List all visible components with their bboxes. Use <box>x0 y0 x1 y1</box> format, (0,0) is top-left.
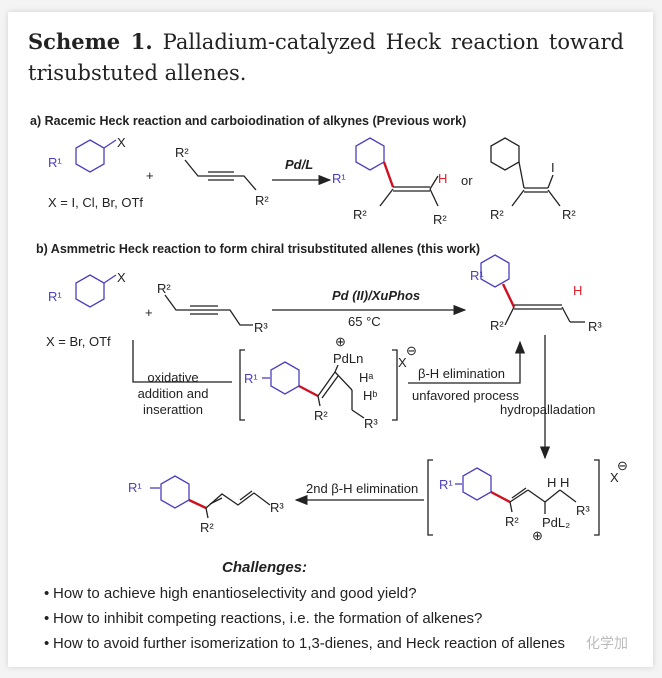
scheme-caption: Palladium-catalyzed Heck reaction toward… <box>28 30 624 85</box>
scheme-label: Scheme 1. <box>28 29 153 54</box>
section-a-heading: a) Racemic Heck reaction and carboiodina… <box>30 114 466 128</box>
allene-product-a: R¹ H R² R² <box>332 137 447 227</box>
r2-label: R² <box>200 520 214 535</box>
bullet: • <box>44 585 49 602</box>
x-options: X = Br, OTf <box>46 334 111 349</box>
challenges-heading: Challenges: <box>222 559 307 576</box>
r1-label: R¹ <box>48 155 62 170</box>
r3-label: R³ <box>576 503 590 518</box>
challenge-item: How to inhibit competing reactions, i.e.… <box>53 610 482 627</box>
temperature-label: 65 °C <box>348 314 381 329</box>
section-b-heading: b) Asmmetric Heck reaction to form chira… <box>36 242 480 256</box>
catalyst-label: Pd (II)/XuPhos <box>332 288 420 303</box>
step-label: oxidative <box>147 370 198 385</box>
beta-elimination-label: β-H elimination <box>418 366 505 381</box>
plus-sign: + <box>146 168 154 183</box>
vinyl-pd-intermediate: R¹ ⊕ PdLn Hᵃ Hᵇ R² R³ <box>239 334 398 431</box>
r3-label: R³ <box>588 319 602 334</box>
step-label: inserattion <box>143 402 203 417</box>
catalyst-label: Pd/L <box>285 157 313 172</box>
watermark: 化学加 <box>586 635 628 651</box>
plus-charge: ⊕ <box>335 334 346 349</box>
r1-label: R¹ <box>48 289 62 304</box>
x-label: X <box>117 270 126 285</box>
pathway-line <box>132 340 232 383</box>
or-label: or <box>461 173 473 188</box>
counterion-label: X <box>610 470 619 485</box>
pdln-label: PdLn <box>333 351 363 366</box>
h-label: H <box>573 283 582 298</box>
i-label: I <box>551 160 555 175</box>
minus-charge: ⊖ <box>406 343 417 358</box>
r2-label: R² <box>505 514 519 529</box>
alkyne-b: R² R³ <box>157 281 268 335</box>
r1-label: R¹ <box>332 171 346 186</box>
counterion-label: X <box>398 355 407 370</box>
alkyne-a: R² R² <box>175 145 269 208</box>
step-label: addition and <box>138 386 209 401</box>
challenge-item: How to avoid further isomerization to 1,… <box>53 635 565 652</box>
r2-label: R² <box>562 207 576 222</box>
iodoalkene-product: I R² R² <box>490 137 576 222</box>
ha-label: Hᵃ <box>359 370 373 385</box>
second-elimination-label: 2nd β-H elimination <box>306 481 418 496</box>
pdl2-label: PdL₂ <box>542 515 570 530</box>
r2-label: R² <box>490 318 504 333</box>
allyl-pd-intermediate: R¹ H H R³ R² PdL₂ ⊕ <box>427 459 600 543</box>
r2-label: R² <box>255 193 269 208</box>
x-label: X <box>117 135 126 150</box>
r1-label: R¹ <box>470 268 484 283</box>
aryl-halide-b: X R¹ X = Br, OTf <box>46 270 126 349</box>
challenge-item: How to achieve high enantioselectivity a… <box>53 585 417 602</box>
aryl-halide-a: X R¹ X = I, Cl, Br, OTf <box>48 135 143 210</box>
r3-label: R³ <box>364 416 378 431</box>
r2-label: R² <box>490 207 504 222</box>
x-options: X = I, Cl, Br, OTf <box>48 195 143 210</box>
r2-label: R² <box>314 408 328 423</box>
r2-label: R² <box>175 145 189 160</box>
scheme-title: Scheme 1. Palladium-catalyzed Heck react… <box>28 26 624 89</box>
hh-label: H H <box>547 475 569 490</box>
beta-elimination-arrow <box>408 340 526 384</box>
r1-label: R¹ <box>128 480 142 495</box>
minus-charge: ⊖ <box>617 458 628 473</box>
hb-label: Hᵇ <box>363 388 377 403</box>
plus-sign: + <box>145 305 153 320</box>
hydropalladation-label: hydropalladation <box>500 402 595 417</box>
r2-label: R² <box>353 207 367 222</box>
r2-label: R² <box>157 281 171 296</box>
r2-label: R² <box>433 212 447 227</box>
r3-label: R³ <box>270 500 284 515</box>
r1-label: R¹ <box>244 371 258 386</box>
r3-label: R³ <box>254 320 268 335</box>
bullet: • <box>44 610 49 627</box>
chiral-allene-product: R¹ H R² R³ <box>470 254 602 334</box>
r1-label: R¹ <box>439 477 453 492</box>
diene-product: R¹ R³ R² <box>128 475 284 535</box>
bullet: • <box>44 635 49 652</box>
plus-charge: ⊕ <box>532 528 543 543</box>
unfavored-label: unfavored process <box>412 388 519 403</box>
h-label: H <box>438 171 447 186</box>
